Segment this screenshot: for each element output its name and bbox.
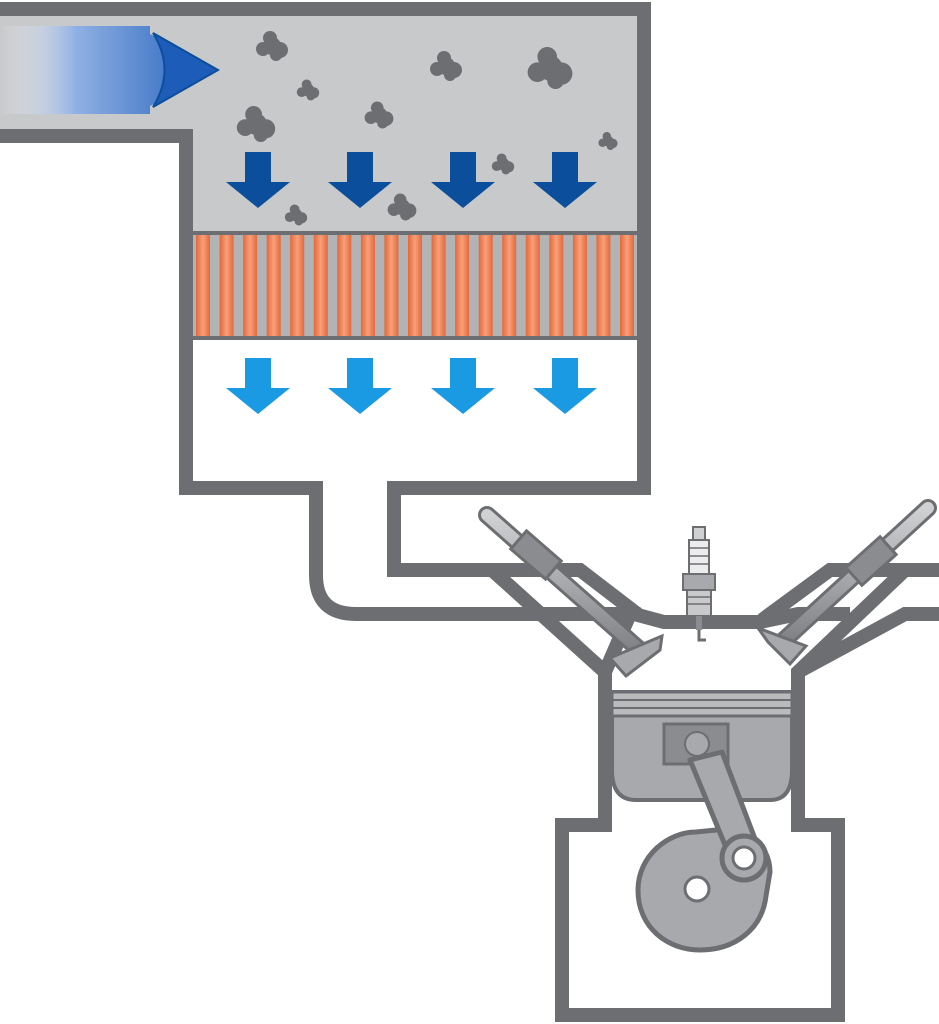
clean-air-arrow-icon bbox=[431, 358, 495, 414]
filter-pleat bbox=[478, 235, 493, 336]
dirty-air-arrow-icon bbox=[226, 152, 290, 208]
dust-particle-icon bbox=[364, 101, 394, 129]
dust-particle-icon bbox=[284, 204, 308, 226]
dirty-air-arrow-icon bbox=[328, 152, 392, 208]
piston-icon bbox=[610, 690, 794, 802]
dust-particle-icon bbox=[236, 106, 276, 142]
filter-pleat bbox=[266, 235, 281, 336]
filter-pleat bbox=[596, 235, 611, 336]
filter-pleat bbox=[290, 235, 305, 336]
filter-pleat bbox=[572, 235, 587, 336]
dust-particles bbox=[236, 31, 618, 226]
filter-pleat bbox=[408, 235, 422, 336]
spark-plug-icon bbox=[682, 526, 716, 642]
dust-particle-icon bbox=[256, 31, 288, 61]
filter-pleat bbox=[313, 235, 328, 336]
intake-valve-icon bbox=[478, 506, 664, 679]
filter-pleat bbox=[455, 235, 470, 336]
dust-particle-icon bbox=[491, 153, 515, 175]
filter-pleat bbox=[525, 235, 540, 336]
clean-air-arrow-icon bbox=[533, 358, 597, 414]
filter-pleat bbox=[502, 235, 517, 336]
filter-pleat bbox=[384, 235, 399, 336]
filter-pleat bbox=[360, 235, 375, 336]
engine-block bbox=[394, 563, 939, 1022]
dirty-air-arrow-icon bbox=[431, 152, 495, 208]
clean-air-arrow-icon bbox=[328, 358, 392, 414]
dirty-air-arrow-icon bbox=[533, 152, 597, 208]
dust-particle-icon bbox=[387, 193, 417, 221]
filter-pleat bbox=[620, 235, 634, 336]
dust-particle-icon bbox=[527, 47, 573, 89]
intake-arrow-icon bbox=[0, 26, 221, 114]
filter-pleat bbox=[549, 235, 564, 336]
clean-air-arrow-icon bbox=[226, 358, 290, 414]
dust-particle-icon bbox=[598, 132, 618, 150]
filter-pleat bbox=[431, 235, 446, 336]
air-filter-icon bbox=[186, 231, 644, 340]
filter-pleat bbox=[196, 235, 210, 336]
dust-particle-icon bbox=[296, 79, 320, 101]
connecting-rod-icon bbox=[687, 749, 769, 883]
filter-pleat bbox=[243, 235, 258, 336]
dirty-airflow-arrows bbox=[226, 152, 597, 208]
exhaust-valve-icon bbox=[753, 499, 937, 667]
filter-pleat bbox=[219, 235, 234, 336]
filter-pleat bbox=[337, 235, 352, 336]
clean-airflow-arrows bbox=[226, 358, 597, 414]
dust-particle-icon bbox=[430, 51, 462, 81]
